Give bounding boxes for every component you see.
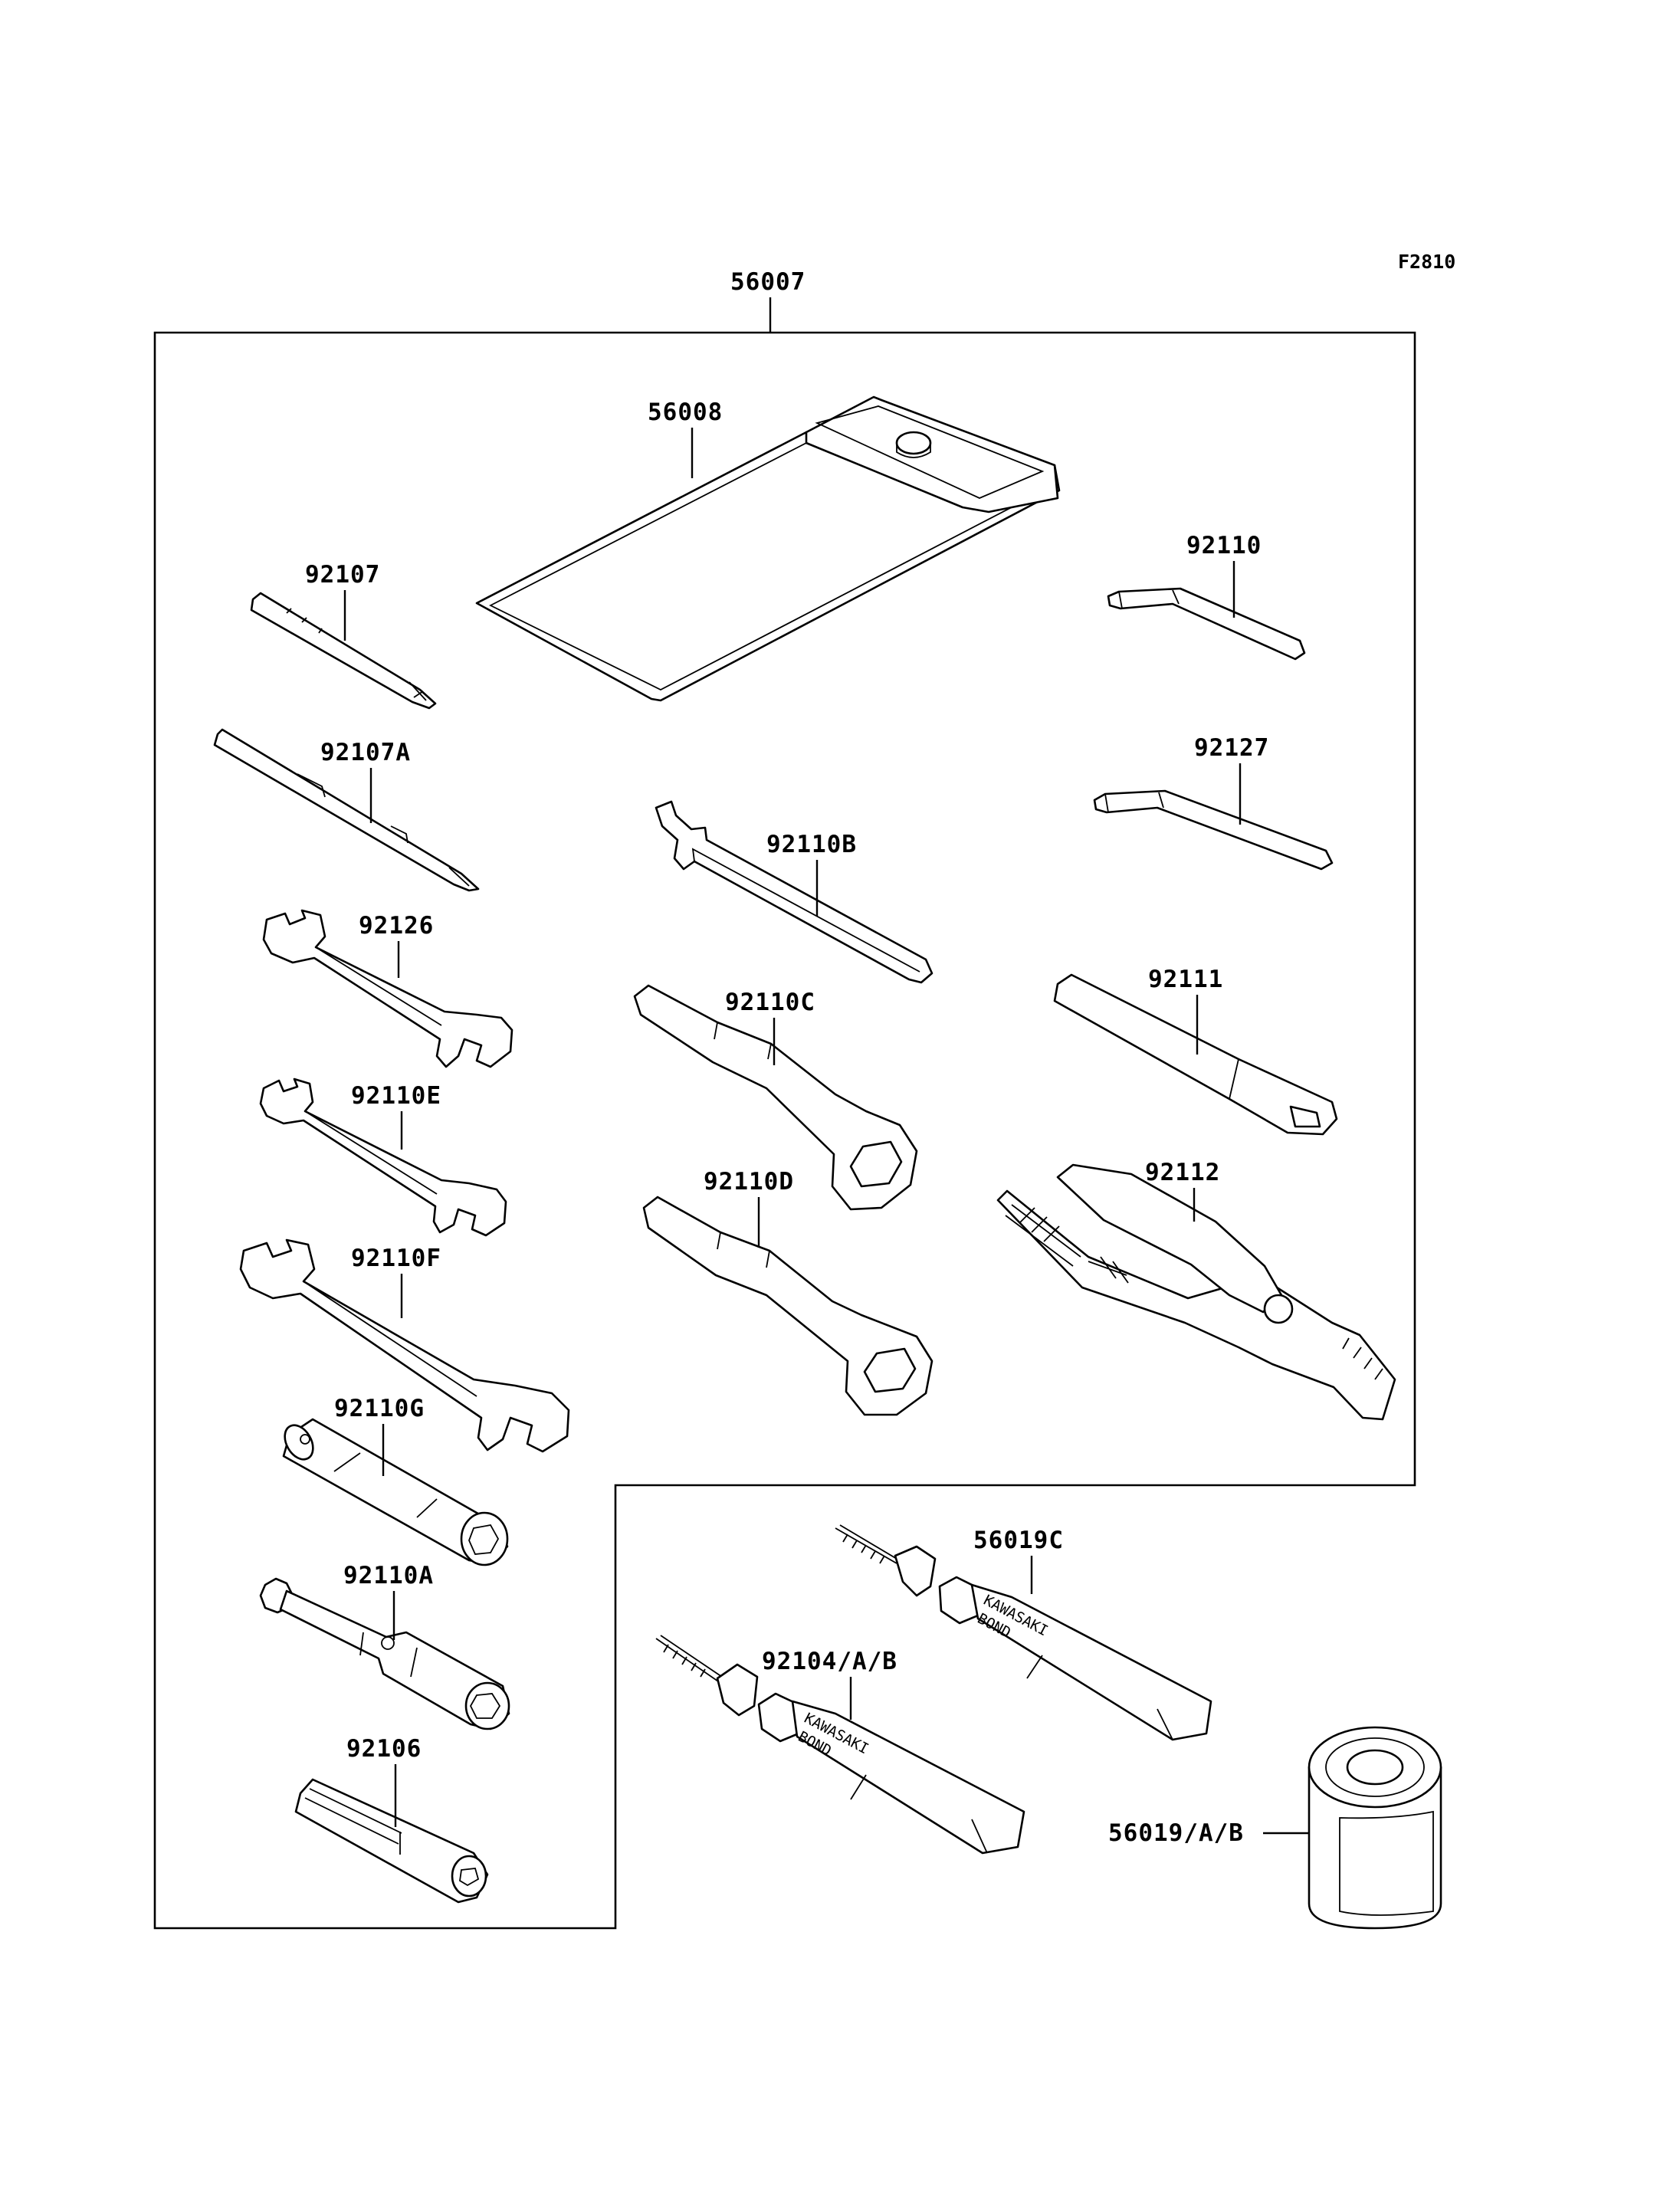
callout-92127: 92127 (1194, 734, 1269, 762)
wrench-92110F (239, 1238, 570, 1453)
callout-56019AB: 56019/A/B (1108, 1819, 1244, 1847)
figure-id: F2810 (1398, 251, 1455, 273)
oil-filter-56019AB (1308, 1726, 1442, 1930)
callout-92110G: 92110G (334, 1395, 425, 1422)
wrench-92126 (262, 909, 514, 1068)
callout-92110A: 92110A (343, 1562, 434, 1589)
ring-spanner-92110D (642, 1196, 934, 1416)
callout-92126: 92126 (359, 912, 434, 940)
callout-92112: 92112 (1145, 1159, 1220, 1186)
callout-92110D: 92110D (704, 1168, 794, 1196)
box-wrench-92110A (259, 1577, 510, 1730)
pliers-92112 (996, 1163, 1396, 1421)
callout-92110F: 92110F (351, 1245, 441, 1272)
callout-56007: 56007 (730, 268, 806, 296)
bond-tube-56019C: KAWASAKI BOND (835, 1524, 1212, 1741)
wrench-92110E (259, 1078, 507, 1237)
screwdriver-92107 (250, 592, 437, 710)
callout-92110C: 92110C (725, 989, 815, 1016)
handle-92111 (1053, 973, 1338, 1136)
box-wrench-92110G (282, 1418, 509, 1566)
kit-outline (153, 331, 1416, 1930)
callout-92110: 92110 (1186, 532, 1262, 559)
hex-key-92127 (1093, 789, 1334, 871)
callout-56019C: 56019C (973, 1527, 1064, 1554)
callout-92106: 92106 (346, 1735, 422, 1763)
callout-56008: 56008 (648, 399, 723, 426)
callout-92111: 92111 (1148, 966, 1223, 993)
screwdriver-92107A (213, 728, 480, 892)
ring-spanner-92110C (633, 984, 918, 1211)
spanner-92110B (655, 800, 934, 984)
tool-pouch-56008 (475, 395, 1061, 702)
callout-92107A: 92107A (320, 739, 411, 766)
callout-92107: 92107 (305, 561, 380, 589)
hex-key-92110 (1107, 587, 1306, 661)
callout-92110B: 92110B (766, 831, 857, 858)
callout-92110E: 92110E (351, 1082, 441, 1110)
callout-92104AB: 92104/A/B (762, 1648, 897, 1675)
handle-92106 (294, 1778, 489, 1904)
